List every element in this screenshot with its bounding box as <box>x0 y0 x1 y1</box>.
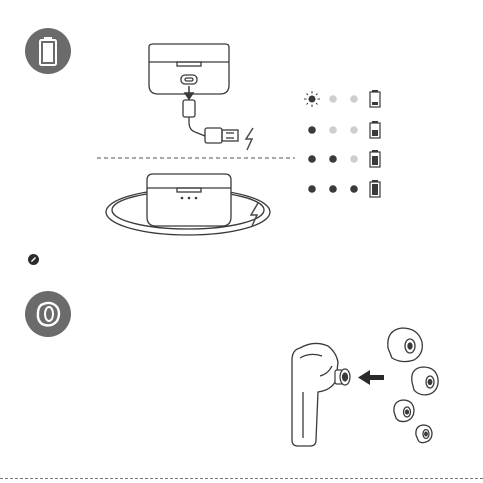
led-status-row <box>308 180 380 197</box>
led-off <box>350 95 358 103</box>
page-bottom-edge <box>0 478 483 479</box>
battery-level-icon <box>370 90 380 107</box>
battery-level-icon <box>370 180 380 197</box>
usb-cable <box>183 100 238 143</box>
led-on <box>329 155 337 163</box>
led-off <box>329 126 337 134</box>
led-on <box>308 155 316 163</box>
led-on <box>350 185 358 193</box>
led-status-row <box>308 150 380 167</box>
led-off <box>350 155 358 163</box>
battery-level-icon <box>370 150 380 167</box>
ear-tip-section-icon <box>25 291 71 337</box>
plug-in-arrow <box>185 86 193 99</box>
insert-arrow <box>358 370 384 385</box>
led-off <box>329 95 337 103</box>
led-status-row <box>308 121 380 138</box>
battery-section-icon <box>25 28 71 74</box>
led-blink-icon <box>304 91 320 107</box>
ear-tip-replacement-illustration <box>280 320 460 470</box>
ear-tip-small <box>394 400 414 422</box>
earbud <box>292 343 338 446</box>
ear-tip-large <box>388 328 423 362</box>
led-on <box>308 185 316 193</box>
led-status-table <box>298 88 388 208</box>
battery-icon <box>25 28 71 74</box>
ear-tip-extra-small <box>416 425 432 443</box>
lightning-icon <box>246 128 253 150</box>
led-off <box>350 126 358 134</box>
pencil-note-icon <box>28 254 39 265</box>
ear-tip-medium <box>412 367 438 395</box>
battery-level-icon <box>370 121 380 138</box>
charging-case-wireless <box>147 174 231 226</box>
earbud-nozzle <box>335 369 350 385</box>
led-status-row <box>304 90 380 107</box>
led-on <box>308 126 316 134</box>
ear-tip-icon <box>25 291 71 337</box>
led-on <box>329 185 337 193</box>
lightning-icon <box>251 203 258 226</box>
